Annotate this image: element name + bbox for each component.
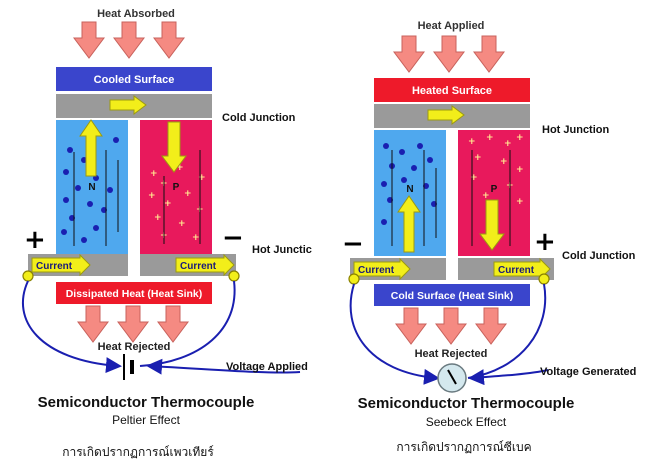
svg-text:+: + [150, 169, 158, 179]
heat-absorbed-label: Heat Absorbed [97, 8, 175, 20]
n-carrier-arrow [79, 119, 103, 177]
heat-rejected-label: Heat Rejected [98, 341, 171, 353]
p-carrier-arrow [161, 121, 187, 173]
seebeck-subtitle: Seebeck Effect [426, 415, 507, 429]
p-label: P [491, 184, 498, 195]
svg-text:+: + [198, 173, 206, 183]
heat-rejected-arrows [77, 305, 189, 343]
seebeck-diagram: Heat Applied Heated Surface Hot Junction… [342, 20, 636, 454]
cold-surface-plate [374, 284, 530, 306]
current-label-left: Current [358, 265, 395, 276]
current-label-left: Current [36, 261, 73, 272]
n-thin-arrows [73, 150, 119, 246]
heat-rejected-arrows [395, 307, 507, 345]
element-gap [446, 130, 458, 256]
heat-applied-arrows [393, 35, 505, 73]
svg-text:+: + [148, 191, 156, 201]
wire-left [22, 280, 122, 374]
svg-text:+: + [486, 133, 494, 143]
cold-junction-label: Cold Junction [562, 250, 636, 262]
positive-terminal-sign: + [24, 225, 46, 255]
positive-terminal-sign: + [534, 227, 556, 257]
heated-surface-label: Heated Surface [412, 85, 492, 97]
n-carrier-arrow [397, 195, 421, 253]
peltier-diagram: Heat Absorbed Cooled Surface Cold Juncti… [22, 8, 312, 459]
terminal-left [22, 270, 34, 282]
current-arrow-top [427, 105, 465, 125]
svg-text:+: + [178, 219, 186, 229]
svg-text:+: + [482, 191, 490, 201]
heated-surface-plate [374, 78, 530, 102]
voltage-applied-label: Voltage Applied [226, 361, 308, 373]
svg-text:+: + [192, 233, 200, 243]
negative-terminal-sign: − [342, 229, 364, 259]
svg-text:+: + [470, 173, 478, 183]
cold-surface-label: Cold Surface (Heat Sink) [391, 290, 514, 302]
current-label-right: Current [498, 265, 535, 276]
voltage-generated-label: Voltage Generated [540, 366, 636, 378]
heat-absorbed-arrows [73, 21, 185, 59]
peltier-thai-caption: การเกิดปรากฏการณ์เพวเทียร์ [62, 445, 214, 459]
voltage-pointer [146, 358, 301, 375]
n-thin-arrows [391, 150, 437, 246]
svg-text:+: + [516, 165, 524, 175]
svg-text:+: + [504, 139, 512, 149]
current-arrow-top [109, 95, 147, 115]
heat-rejected-label: Heat Rejected [415, 348, 488, 360]
wire-left [349, 283, 440, 385]
voltage-pointer [468, 369, 549, 386]
terminal-right [538, 273, 550, 285]
svg-text:+: + [500, 157, 508, 167]
heat-sink-plate [56, 282, 212, 304]
current-arrow-left [353, 257, 411, 281]
p-label: P [173, 182, 180, 193]
p-carrier-arrow [479, 199, 505, 251]
svg-text:+: + [164, 199, 172, 209]
element-gap [128, 120, 140, 254]
svg-text:+: + [184, 189, 192, 199]
svg-text:+: + [474, 153, 482, 163]
svg-text:+: + [154, 213, 162, 223]
dissipated-heat-label: Dissipated Heat (Heat Sink) [66, 288, 203, 300]
current-arrow-left [31, 253, 91, 277]
peltier-subtitle: Peltier Effect [112, 413, 180, 427]
n-label: N [88, 182, 95, 193]
terminal-left [348, 273, 360, 285]
seebeck-thai-caption: การเกิดปรากฏการณ์ซีเบค [396, 440, 531, 454]
negative-terminal-sign: − [222, 223, 244, 253]
cooled-surface-label: Cooled Surface [94, 74, 175, 86]
p-thin-arrows [163, 150, 201, 244]
heat-applied-label: Heat Applied [418, 20, 485, 32]
n-label: N [406, 184, 413, 195]
voltmeter-needle [447, 369, 457, 385]
peltier-title: Semiconductor Thermocouple [38, 394, 255, 411]
svg-text:+: + [516, 133, 524, 143]
svg-text:+: + [176, 163, 184, 173]
wire-right [467, 283, 547, 379]
cooled-surface-plate [56, 67, 212, 91]
current-arrow-right [175, 253, 235, 277]
hot-junction-label: Hot Junction [542, 124, 609, 136]
p-thin-arrows [471, 150, 511, 246]
seebeck-title: Semiconductor Thermocouple [358, 395, 575, 412]
terminal-right [228, 270, 240, 282]
hot-junction-label: Hot Junctic [252, 244, 312, 256]
current-label-right: Current [180, 261, 217, 272]
cold-junction-label: Cold Junction [222, 112, 296, 124]
svg-text:+: + [516, 197, 524, 207]
svg-text:+: + [468, 137, 476, 147]
